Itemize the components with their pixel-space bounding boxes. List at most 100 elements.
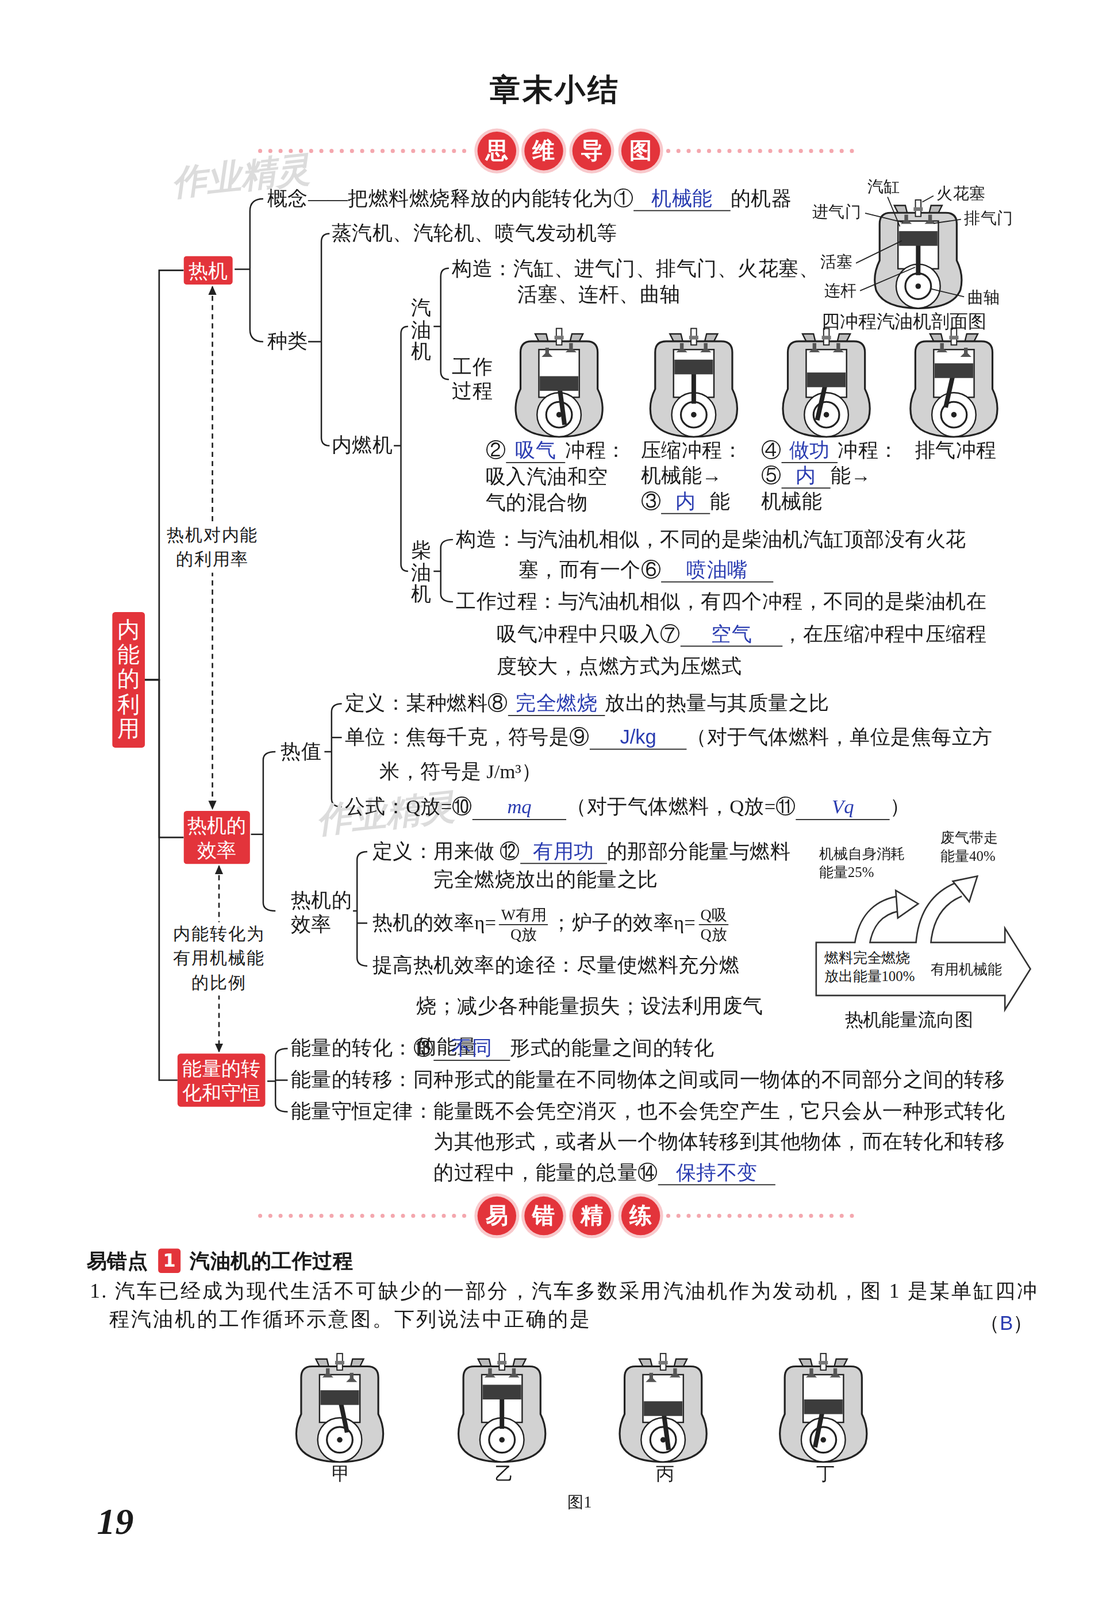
label-text: ④ bbox=[761, 439, 782, 462]
label-text: 工作过程 bbox=[451, 355, 493, 402]
text-line: 进气门 bbox=[812, 197, 862, 227]
engine-body bbox=[296, 1353, 383, 1462]
answer-blank: 内 bbox=[781, 463, 831, 490]
section-badge: 思 bbox=[477, 131, 517, 171]
text-line: 连杆 bbox=[824, 276, 858, 306]
leader-lines bbox=[855, 196, 964, 298]
bracket bbox=[433, 268, 449, 380]
text-line: 燃料完全燃烧放出能量100% bbox=[824, 949, 921, 987]
text-line: 工作过程：与汽油机相似，有四个冲程，不同的是柴油机在吸气冲程中只吸入⑦空气，在压… bbox=[455, 585, 987, 684]
bracket bbox=[267, 1048, 288, 1112]
text-line: 热值 bbox=[280, 737, 322, 767]
label-text: 丁 bbox=[816, 1464, 835, 1485]
label-text: 放出的热量与其质量之比 bbox=[604, 692, 829, 714]
leader-line bbox=[922, 196, 934, 203]
fraction: Q吸Q放 bbox=[698, 905, 729, 944]
valve bbox=[669, 1368, 681, 1378]
node-text: 维 bbox=[532, 137, 555, 164]
node-text: 热机的效率 bbox=[187, 813, 246, 862]
fraction: W有用Q放 bbox=[498, 905, 548, 944]
answer-blank: Vq bbox=[796, 794, 890, 821]
text-line: 能量的转化：⑬不同形式的能量之间的转化 bbox=[290, 1034, 715, 1064]
engine-body bbox=[780, 1353, 867, 1462]
label-text: 能量的转化：⑬ bbox=[290, 1037, 434, 1059]
label-text: ⑤ bbox=[761, 465, 782, 487]
text-line: 内燃机 bbox=[331, 431, 393, 461]
bracket bbox=[234, 198, 264, 342]
valve bbox=[805, 1368, 817, 1378]
label-text: 概念——把燃料燃烧释放的内能转化为① bbox=[267, 187, 634, 210]
tree-connector bbox=[144, 680, 184, 838]
edge-label: 热机对内能的利用率 bbox=[163, 523, 261, 572]
label-text: 曲轴 bbox=[967, 288, 1001, 306]
bracket bbox=[324, 704, 342, 808]
answer-blank: 完全燃烧 bbox=[508, 690, 606, 717]
label-text: 冲程： bbox=[837, 439, 899, 462]
valve bbox=[484, 1368, 496, 1378]
text-line: 甲 bbox=[331, 1460, 351, 1489]
piston bbox=[643, 1401, 683, 1417]
label-text: 汽油机 bbox=[411, 297, 432, 363]
label-text: 构造：汽缸、进气门、排气门、火花塞、活塞、连杆、曲轴 bbox=[451, 257, 820, 305]
label-text: 排气门 bbox=[963, 209, 1013, 227]
engine-body bbox=[515, 328, 603, 437]
label-text: 定义：某种燃料⑧ bbox=[344, 692, 509, 714]
engine-figure bbox=[515, 328, 603, 437]
text-line: 定义：某种燃料⑧完全燃烧放出的热量与其质量之比 bbox=[344, 689, 830, 719]
fraction-denominator: Q放 bbox=[698, 925, 729, 944]
answer-blank: 不同 bbox=[433, 1035, 510, 1062]
label-text: 易错点 bbox=[86, 1248, 148, 1274]
node-text: 练 bbox=[629, 1202, 652, 1228]
label-text: 机械自身消耗能量25% bbox=[819, 846, 905, 881]
text-line: 热机能量流向图 bbox=[845, 1005, 974, 1035]
text-line: 乙 bbox=[494, 1460, 514, 1489]
node-text: 思 bbox=[485, 137, 509, 164]
bracket bbox=[352, 851, 368, 967]
valve bbox=[676, 343, 688, 353]
topic-box: 能量的转化和守恒 bbox=[177, 1053, 265, 1107]
piston bbox=[804, 1399, 843, 1415]
label-text: 柴油机 bbox=[411, 539, 432, 606]
label-text: 1. 汽车已经成为现代生活不可缺少的一部分，汽车多数采用汽油机作为发动机，图 1… bbox=[89, 1279, 1039, 1331]
text-line: 工作过程 bbox=[451, 355, 495, 405]
valve bbox=[565, 343, 577, 353]
label-text: 内燃机 bbox=[331, 434, 393, 456]
label-text: 燃料完全燃烧放出能量100% bbox=[824, 950, 915, 985]
text-line: 19 bbox=[97, 1502, 134, 1543]
label-text: 的机器 bbox=[730, 187, 792, 210]
flow-arrow-head bbox=[895, 890, 919, 919]
leader-line bbox=[930, 288, 965, 297]
label-text: 机械能→ bbox=[640, 465, 722, 487]
text-line: 种类 bbox=[267, 327, 309, 357]
text-line: 构造：汽缸、进气门、排气门、火花塞、活塞、连杆、曲轴 bbox=[451, 255, 823, 307]
leader-line bbox=[865, 213, 904, 223]
text-line: 单位：焦每千克，符号是⑨J/kg（对于气体燃料，单位是焦每立方米，符号是 J/m… bbox=[344, 720, 996, 790]
energy-flow-arrows bbox=[816, 876, 1031, 1010]
piston bbox=[320, 1390, 359, 1406]
label-text: 汽缸 bbox=[867, 177, 901, 195]
text-line: ③内能 bbox=[640, 487, 731, 517]
engine-figure bbox=[619, 1353, 707, 1462]
answer-blank: 做功 bbox=[781, 437, 838, 464]
text-line: 四冲程汽油机剖面图 bbox=[821, 306, 987, 336]
dotted-rule bbox=[667, 1214, 857, 1219]
answer-text: B bbox=[999, 1311, 1013, 1335]
label-text: 活塞 bbox=[820, 252, 854, 271]
label-text: 冲程： bbox=[565, 439, 626, 462]
text-line: 概念——把燃料燃烧释放的内能转化为①机械能的机器 bbox=[267, 184, 792, 214]
root-topic-box: 内能的利用 bbox=[112, 612, 145, 748]
text-line: 定义：用来做 ⑫有用功的那部分能量与燃料完全燃烧放出的能量之比 bbox=[372, 837, 797, 895]
text-line: 热机的效率η=W有用Q放；炉子的效率η=Q吸Q放 bbox=[372, 900, 732, 946]
engine-body bbox=[458, 1353, 546, 1462]
node-text: 导 bbox=[580, 137, 603, 164]
section-badge: 精 bbox=[572, 1196, 612, 1236]
valve bbox=[960, 347, 972, 357]
label-text: ② bbox=[485, 439, 506, 462]
label-text: 蒸汽机、汽轮机、喷气发动机等 bbox=[331, 222, 618, 244]
label-text: 吸入汽油和空气的混合物 bbox=[485, 465, 609, 513]
label-text: 丙 bbox=[655, 1464, 675, 1485]
leader-line bbox=[887, 197, 900, 227]
text-line: 1. 汽车已经成为现代生活不可缺少的一部分，汽车多数采用汽油机作为发动机，图 1… bbox=[89, 1276, 1059, 1334]
node-text: 内能的利用 bbox=[117, 618, 140, 743]
piston bbox=[482, 1384, 522, 1400]
